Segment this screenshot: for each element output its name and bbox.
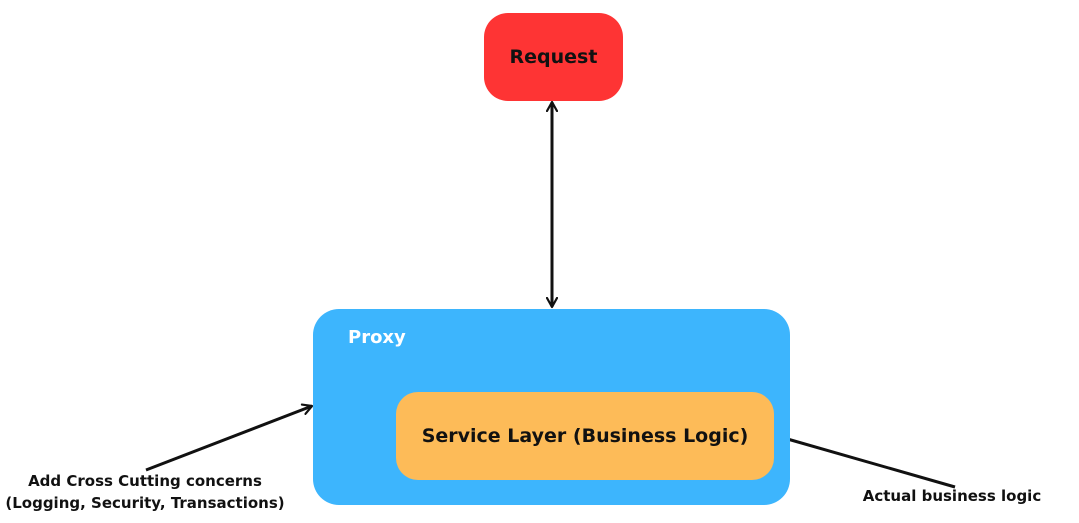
business-logic-annotation: Actual business logic [860, 485, 1044, 507]
service-layer-label: Service Layer (Business Logic) [421, 425, 749, 447]
proxy-label: Proxy [348, 327, 406, 348]
service-layer-node: Service Layer (Business Logic) [396, 392, 774, 480]
request-label: Request [509, 46, 598, 68]
request-node: Request [484, 13, 623, 101]
business-logic-arrow [777, 436, 956, 489]
cross-cutting-line-1: Add Cross Cutting concerns [28, 472, 262, 490]
cross-cutting-line-2: (Logging, Security, Transactions) [5, 494, 285, 512]
cross-cutting-arrow [145, 406, 312, 472]
proxy-node: Proxy Service Layer (Business Logic) [313, 309, 790, 505]
cross-cutting-annotation: Add Cross Cutting concerns (Logging, Sec… [0, 470, 290, 514]
business-logic-text: Actual business logic [862, 487, 1042, 505]
